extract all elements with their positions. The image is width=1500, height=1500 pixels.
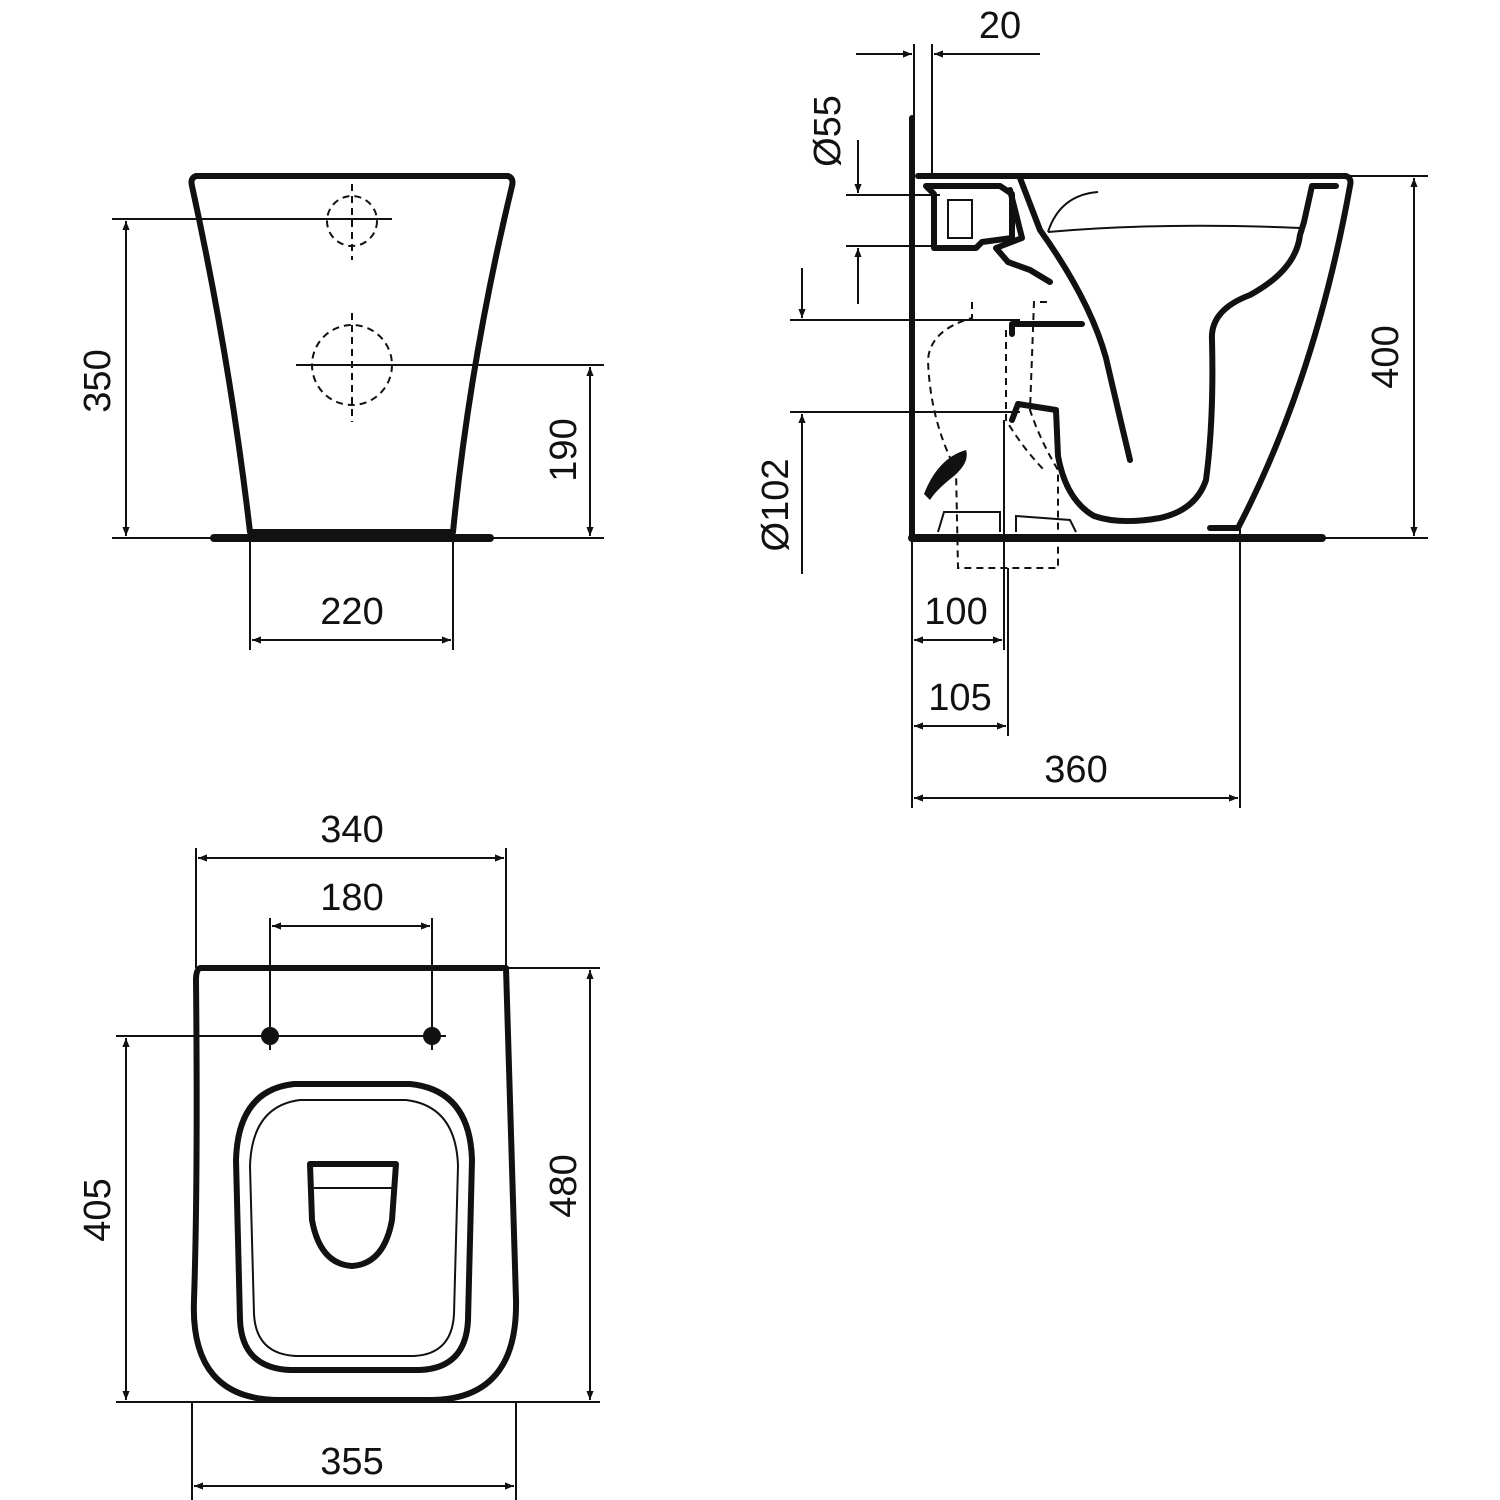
side-outlet-diameter-label: Ø102 [755, 459, 797, 552]
side-inlet-diameter-label: Ø55 [807, 95, 849, 167]
side-wall-thickness-label: 20 [979, 5, 1021, 47]
top-view: 340 180 405 480 355 [77, 809, 600, 1500]
front-height-label: 350 [77, 349, 119, 412]
side-trap-inner [1009, 321, 1085, 337]
front-outlet-height-label: 190 [543, 418, 585, 481]
front-view: 350 190 220 [77, 173, 604, 650]
top-seat-outer [233, 1081, 475, 1373]
top-hole-spacing-label: 180 [320, 877, 383, 919]
side-bowl-inner [1009, 183, 1339, 525]
side-offset-105-label: 105 [928, 677, 991, 719]
side-offset-100-label: 100 [924, 591, 987, 633]
top-seat-inner [248, 1099, 460, 1357]
top-bottom-width-label: 355 [320, 1441, 383, 1483]
front-view-body-outline [188, 173, 516, 535]
side-flush-inlet [923, 183, 1015, 251]
side-floor-flange [937, 511, 1077, 533]
side-rim-channel [1047, 191, 1301, 233]
side-outlet-pipe [926, 301, 1059, 569]
top-length-label: 480 [543, 1154, 585, 1217]
top-hole-to-front-label: 405 [77, 1178, 119, 1241]
side-depth-label: 360 [1044, 749, 1107, 791]
side-view: 20 Ø55 Ø102 400 100 105 360 [755, 5, 1428, 808]
side-rim-lip [993, 187, 1053, 285]
top-view-body-outline [190, 965, 520, 1403]
side-inlet-detail [947, 199, 973, 239]
side-outlet-pipe-inner [1005, 330, 1047, 473]
top-bowl-opening [307, 1161, 399, 1269]
side-height-label: 400 [1365, 325, 1407, 388]
side-body-outline [915, 173, 1354, 531]
front-base-width-label: 220 [320, 591, 383, 633]
top-width-label: 340 [320, 809, 383, 851]
side-seal [924, 450, 967, 500]
side-trapway [1017, 175, 1133, 463]
